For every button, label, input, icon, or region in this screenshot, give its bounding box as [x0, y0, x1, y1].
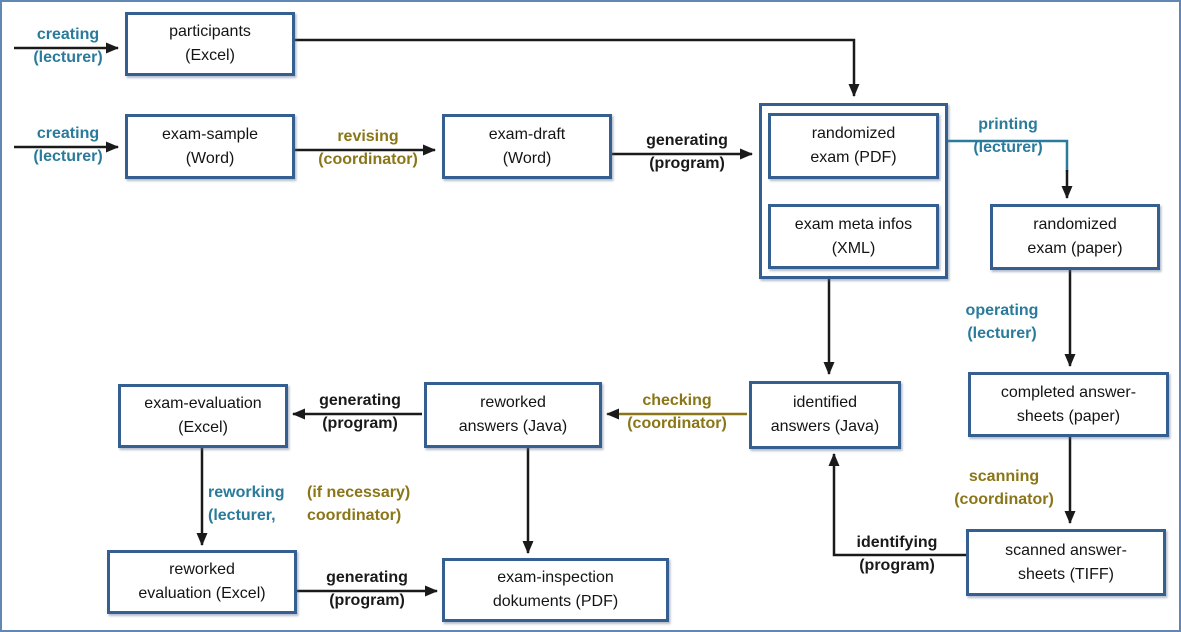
label-checking: checking (coordinator): [627, 392, 727, 432]
node-label: (Word): [502, 149, 552, 167]
node-label: sheets (TIFF): [1017, 565, 1114, 583]
node-label: evaluation (Excel): [138, 585, 266, 602]
node-label: participants: [169, 23, 251, 40]
arrow-participants-to-group: [295, 38, 860, 97]
node-label: reworked: [480, 394, 546, 411]
label-creating-sample: creating (lecturer): [33, 125, 103, 165]
node-label: answers (Java): [458, 418, 568, 435]
node-label: exam-inspection: [497, 569, 614, 586]
node-label: exam-evaluation: [144, 395, 262, 412]
node-reworked-evaluation: reworked evaluation (Excel): [107, 550, 297, 614]
node-label: exam-draft: [488, 125, 566, 143]
node-scanned-answer-sheets: scanned answer- sheets (TIFF): [966, 529, 1166, 596]
label-if-necessary: (if necessary) coordinator): [307, 484, 411, 524]
label-revising: revising (coordinator): [318, 128, 418, 168]
node-label: exam (PDF): [810, 149, 897, 166]
label-identifying: identifying (program): [856, 534, 938, 574]
node-exam-meta-infos: exam meta infos (XML): [768, 204, 939, 269]
node-label: (Word): [185, 149, 235, 167]
node-randomized-exam-pdf: randomized exam (PDF): [768, 113, 939, 179]
node-exam-evaluation: exam-evaluation (Excel): [118, 384, 288, 448]
label-reworking: reworking (lecturer,: [208, 484, 285, 524]
node-randomized-exam-paper: randomized exam (paper): [990, 204, 1160, 270]
label-printing: printing (lecturer): [973, 116, 1043, 156]
node-label: answers (Java): [770, 418, 880, 435]
node-exam-sample: exam-sample (Word): [125, 114, 295, 179]
node-participants: participants (Excel): [125, 12, 295, 76]
node-completed-answer-sheets: completed answer- sheets (paper): [968, 372, 1169, 437]
node-label: (Excel): [178, 419, 228, 436]
label-scanning: scanning (coordinator): [954, 468, 1054, 508]
label-generating-exam: generating (program): [646, 132, 728, 172]
node-label: exam-sample: [161, 125, 259, 143]
label-generating-evaluation: generating (program): [319, 392, 401, 432]
wire-printing-teal: [940, 139, 1069, 172]
node-identified-answers: identified answers (Java): [749, 381, 901, 449]
node-label: (XML): [831, 239, 876, 257]
node-label: scanned answer-: [1005, 541, 1127, 559]
node-exam-inspection: exam-inspection dokuments (PDF): [442, 558, 669, 622]
node-label: identified: [792, 394, 858, 411]
node-exam-draft: exam-draft (Word): [442, 114, 612, 179]
label-generating-inspection: generating (program): [326, 569, 408, 609]
node-label: exam (paper): [1027, 240, 1123, 257]
node-label: (Excel): [185, 47, 235, 64]
node-label: randomized: [1033, 216, 1117, 233]
node-reworked-answers: reworked answers (Java): [424, 382, 602, 448]
node-label: reworked: [169, 561, 235, 578]
node-label: dokuments (PDF): [492, 593, 619, 610]
node-label: sheets (paper): [1016, 407, 1121, 425]
label-operating: operating (lecturer): [965, 302, 1039, 342]
node-label: exam meta infos: [794, 215, 913, 233]
label-creating-participants: creating (lecturer): [33, 26, 103, 66]
node-label: completed answer-: [1000, 383, 1137, 401]
arrow-identifying: [828, 453, 966, 557]
node-label: randomized: [811, 125, 896, 142]
